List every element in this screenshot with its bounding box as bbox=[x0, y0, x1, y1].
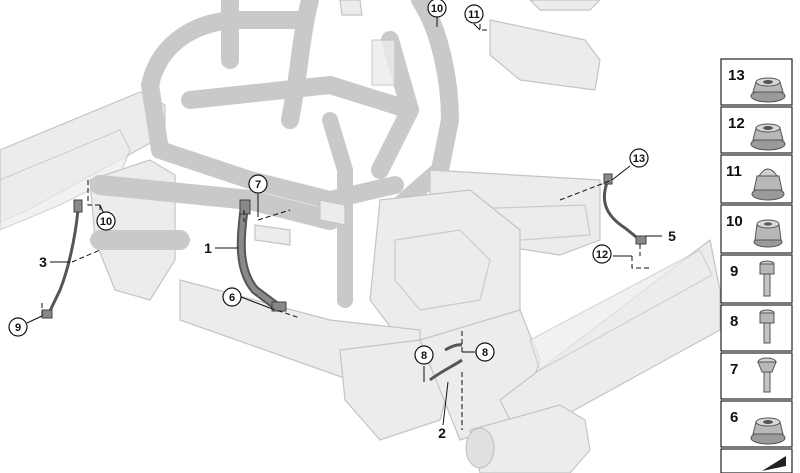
flange-nut-icon bbox=[750, 123, 786, 151]
screw-icon bbox=[757, 357, 777, 393]
parts-list: 13 12 11 bbox=[720, 58, 793, 473]
callout-7: 7 bbox=[248, 174, 268, 194]
svg-text:13: 13 bbox=[728, 67, 745, 84]
arrow-icon bbox=[762, 456, 786, 471]
svg-text:8: 8 bbox=[730, 313, 738, 330]
callout-13: 13 bbox=[629, 148, 649, 168]
svg-text:3: 3 bbox=[39, 254, 47, 270]
cap-nut-icon bbox=[751, 168, 785, 201]
callout-1: 1 bbox=[204, 240, 212, 256]
parts-list-item-8: 8 bbox=[720, 304, 793, 352]
parts-list-item-6: 6 bbox=[720, 400, 793, 448]
parts-list-item-13: 13 bbox=[720, 58, 793, 106]
svg-text:9: 9 bbox=[730, 263, 738, 280]
bolt-icon bbox=[759, 260, 775, 297]
svg-text:1: 1 bbox=[204, 240, 212, 256]
bolt-icon bbox=[759, 309, 775, 344]
svg-text:8: 8 bbox=[482, 347, 488, 359]
leader-lines bbox=[26, 8, 662, 430]
svg-text:6: 6 bbox=[730, 409, 738, 426]
svg-text:12: 12 bbox=[596, 249, 608, 261]
cable-5 bbox=[602, 173, 647, 245]
callout-12: 12 bbox=[592, 244, 612, 264]
callout-8-left: 8 bbox=[414, 345, 434, 365]
callout-10-top: 10 bbox=[427, 0, 447, 18]
svg-text:5: 5 bbox=[668, 228, 676, 244]
callout-6: 6 bbox=[222, 287, 242, 307]
parts-list-item-9: 9 bbox=[720, 254, 793, 304]
cable-2 bbox=[429, 343, 463, 382]
callout-2: 2 bbox=[438, 425, 446, 441]
svg-text:7: 7 bbox=[255, 179, 261, 191]
frame-structure bbox=[0, 0, 721, 473]
svg-text:2: 2 bbox=[438, 425, 446, 441]
flange-nut-icon bbox=[750, 417, 786, 445]
svg-text:11: 11 bbox=[726, 163, 742, 180]
parts-list-item-12: 12 bbox=[720, 106, 793, 154]
svg-text:12: 12 bbox=[728, 115, 745, 132]
svg-text:10: 10 bbox=[100, 216, 112, 228]
cable-3 bbox=[41, 199, 83, 319]
flange-nut-icon bbox=[750, 77, 786, 103]
parts-list-item-7: 7 bbox=[720, 352, 793, 400]
svg-text:13: 13 bbox=[633, 153, 645, 165]
svg-text:10: 10 bbox=[431, 3, 443, 15]
callout-3: 3 bbox=[39, 254, 47, 270]
callout-11: 11 bbox=[464, 4, 484, 24]
svg-text:11: 11 bbox=[468, 9, 480, 21]
parts-list-item-11: 11 bbox=[720, 154, 793, 204]
svg-text:8: 8 bbox=[421, 350, 427, 362]
svg-text:6: 6 bbox=[229, 292, 235, 304]
svg-text:10: 10 bbox=[726, 213, 743, 230]
svg-text:9: 9 bbox=[15, 322, 21, 334]
callout-9: 9 bbox=[8, 317, 28, 337]
parts-list-item-10: 10 bbox=[720, 204, 793, 254]
callout-5: 5 bbox=[668, 228, 676, 244]
svg-text:7: 7 bbox=[730, 361, 738, 378]
callout-8-right: 8 bbox=[475, 342, 495, 362]
parts-list-footer bbox=[720, 448, 793, 473]
callout-10-left: 10 bbox=[96, 211, 116, 231]
hex-nut-icon bbox=[753, 219, 783, 248]
